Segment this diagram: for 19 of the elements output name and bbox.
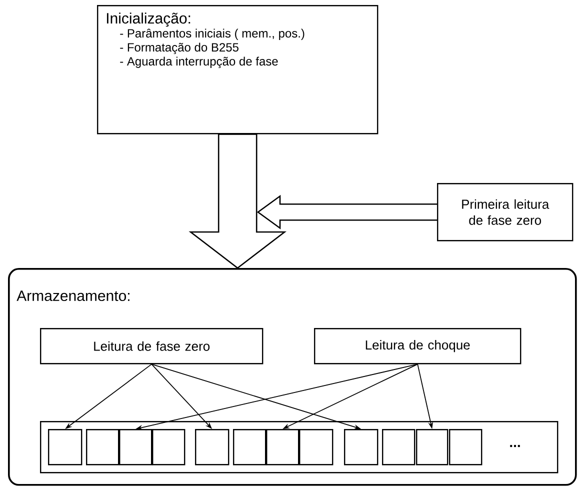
memory-cell — [449, 429, 482, 466]
block-arrow — [256, 194, 438, 230]
memory-cell — [152, 429, 186, 466]
buffer-strip — [40, 421, 558, 474]
memory-cell — [233, 429, 266, 466]
memory-cell — [382, 429, 416, 466]
memory-cell — [344, 429, 378, 466]
memory-cell — [416, 429, 448, 466]
ellipsis: ... — [510, 444, 520, 448]
process-box: Primeira leitura de fase zero — [437, 183, 574, 242]
memory-cell — [299, 429, 334, 466]
process-box: Inicialização: - Parâmentos iniciais ( mem., pos.) - Formatação do B255 - Aguarda interrupção de fase — [97, 5, 378, 134]
memory-cell — [195, 429, 230, 466]
memory-cell — [266, 429, 300, 466]
memory-cell — [86, 429, 120, 466]
process-box: Leitura de choque — [314, 328, 522, 364]
memory-cell — [119, 429, 152, 466]
process-box: Leitura de fase zero — [40, 328, 264, 364]
memory-cell — [48, 429, 82, 466]
